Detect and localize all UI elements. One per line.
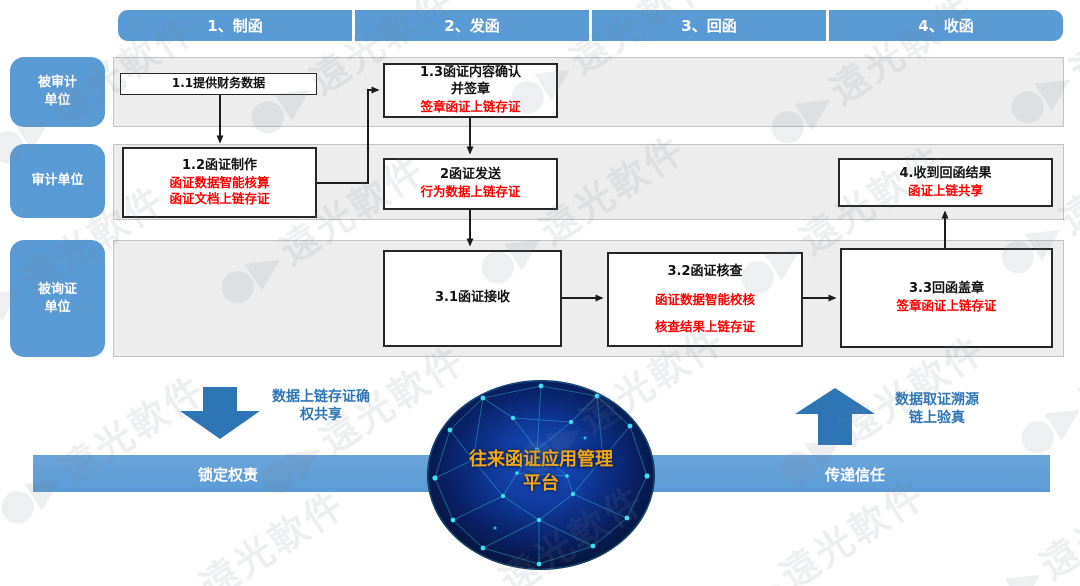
platform-title: 往来函证应用管理 平台 <box>469 449 613 495</box>
phase-4-receive-letter: 4、收函 <box>829 10 1063 41</box>
lane-label-auditee: 被审计 单位 <box>10 57 105 127</box>
lane-label-confirmee: 被询证 单位 <box>10 240 105 357</box>
flow-box-title: 4.收到回函结果 <box>899 165 992 181</box>
flow-box-4-receive-reply-result: 4.收到回函结果 函证上链共享 <box>838 158 1053 207</box>
up-block-arrow <box>795 388 875 445</box>
flow-box-3-2-check-confirmation: 3.2函证核查 函证数据智能校核 核查结果上链存证 <box>607 252 803 347</box>
flow-box-title: 1.2函证制作 <box>181 157 258 173</box>
flow-box-3-3-stamp-reply: 3.3回函盖章 签章函证上链存证 <box>840 248 1053 348</box>
flow-box-title: 3.1函证接收 <box>434 290 511 306</box>
flow-box-1-1-provide-financial-data: 1.1提供财务数据 <box>120 73 317 95</box>
flow-box-title: 1.1提供财务数据 <box>171 76 266 91</box>
flow-box-chain-note: 函证文档上链存证 <box>169 190 270 206</box>
flow-box-chain-note: 行为数据上链存证 <box>420 184 521 200</box>
flow-box-chain-note: 函证数据智能校核 <box>654 291 755 307</box>
phase-1-make-letter: 1、制函 <box>118 10 352 41</box>
phase-2-send-letter: 2、发函 <box>355 10 589 41</box>
flow-box-chain-note: 函证数据智能核算 <box>169 174 270 190</box>
phase-header: 1、制函 2、发函 3、回函 4、收函 <box>118 10 1063 41</box>
flow-box-title: 1.3函证内容确认 并签章 <box>419 65 522 98</box>
flow-box-chain-note: 核查结果上链存证 <box>654 318 755 334</box>
down-block-arrow <box>180 387 260 439</box>
lane-label-auditor: 审计单位 <box>10 144 105 218</box>
flow-box-title: 2函证发送 <box>439 167 502 183</box>
flow-box-title: 3.3回函盖章 <box>908 281 985 297</box>
up-arrow-note: 数据取证溯源 链上验真 <box>895 392 979 427</box>
flow-box-chain-note: 签章函证上链存证 <box>420 99 521 115</box>
flow-box-2-send-confirmation: 2函证发送 行为数据上链存证 <box>383 158 558 210</box>
bar-label-lock-rights: 锁定权责 <box>197 466 258 484</box>
down-arrow-note: 数据上链存证确 权共享 <box>272 389 370 424</box>
blockchain-globe <box>427 380 655 570</box>
flow-box-3-1-receive-confirmation: 3.1函证接收 <box>383 250 562 347</box>
flow-box-title: 3.2函证核查 <box>667 263 743 279</box>
phase-3-reply-letter: 3、回函 <box>592 10 826 41</box>
flow-box-1-2-make-confirmation: 1.2函证制作 函证数据智能核算 函证文档上链存证 <box>122 147 317 218</box>
flow-box-1-3-confirm-and-sign: 1.3函证内容确认 并签章 签章函证上链存证 <box>383 63 558 118</box>
flow-box-chain-note: 函证上链共享 <box>907 182 983 198</box>
bar-label-pass-trust: 传递信任 <box>824 466 885 484</box>
flow-box-chain-note: 签章函证上链存证 <box>896 298 997 314</box>
